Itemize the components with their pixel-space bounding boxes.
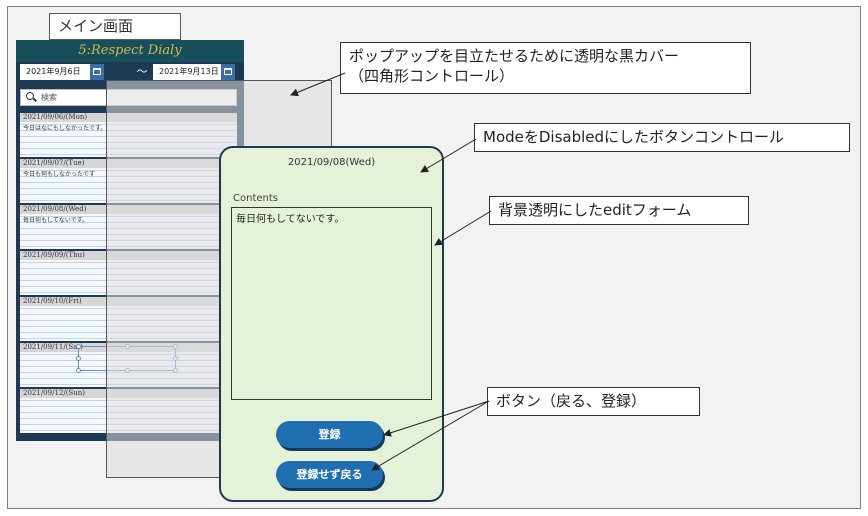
calendar-icon[interactable]	[221, 64, 235, 80]
arrow-to-edit-form	[434, 210, 492, 246]
search-icon	[26, 92, 34, 100]
arrow-to-back-button	[371, 400, 490, 471]
register-button[interactable]: 登録	[276, 421, 383, 448]
contents-textarea[interactable]: 毎日何もしてないです。	[231, 207, 432, 400]
date-range-tilde: ～	[136, 65, 148, 78]
callout-cover-line2: （四角形コントロール）	[349, 67, 515, 85]
callout-cover-line1: ポップアップを目立たせるために透明な黒カバー	[349, 47, 680, 65]
contents-label: Contents	[233, 193, 278, 204]
arrow-to-disabled-button	[420, 138, 477, 173]
entry-text: 今日はなにもしなかったです。	[23, 125, 107, 132]
resize-handle[interactable]	[76, 368, 81, 373]
callout-cover: ポップアップを目立たせるために透明な黒カバー （四角形コントロール）	[340, 42, 751, 94]
resize-handle[interactable]	[76, 356, 81, 361]
entry-text: 毎日何もしてないです。	[23, 217, 89, 224]
back-without-register-button[interactable]: 登録せず戻る	[276, 461, 383, 488]
arrow-to-register-button	[383, 400, 490, 437]
resize-handle[interactable]	[76, 344, 81, 349]
date-from-field[interactable]: 2021年9月6日	[20, 64, 90, 80]
screen-title: メイン画面	[49, 13, 181, 40]
callout-buttons: ボタン（戻る、登録）	[487, 387, 700, 416]
date-to-field[interactable]: 2021年9月13日	[153, 64, 221, 80]
entry-text: 今日も何もしなかったです	[23, 171, 96, 178]
popup-panel: 2021/09/08(Wed) Contents 毎日何もしてないです。 登録 …	[219, 146, 444, 502]
callout-edit-form: 背景透明にしたeditフォーム	[489, 196, 749, 225]
popup-date-button: 2021/09/08(Wed)	[287, 157, 376, 168]
search-placeholder: 検索	[41, 93, 57, 102]
arrow-to-cover	[290, 72, 346, 97]
calendar-icon[interactable]	[90, 64, 104, 80]
app-header: 5:Respect Dialy	[16, 40, 244, 62]
callout-disabled-button: ModeをDisabledにしたボタンコントロール	[474, 123, 850, 152]
